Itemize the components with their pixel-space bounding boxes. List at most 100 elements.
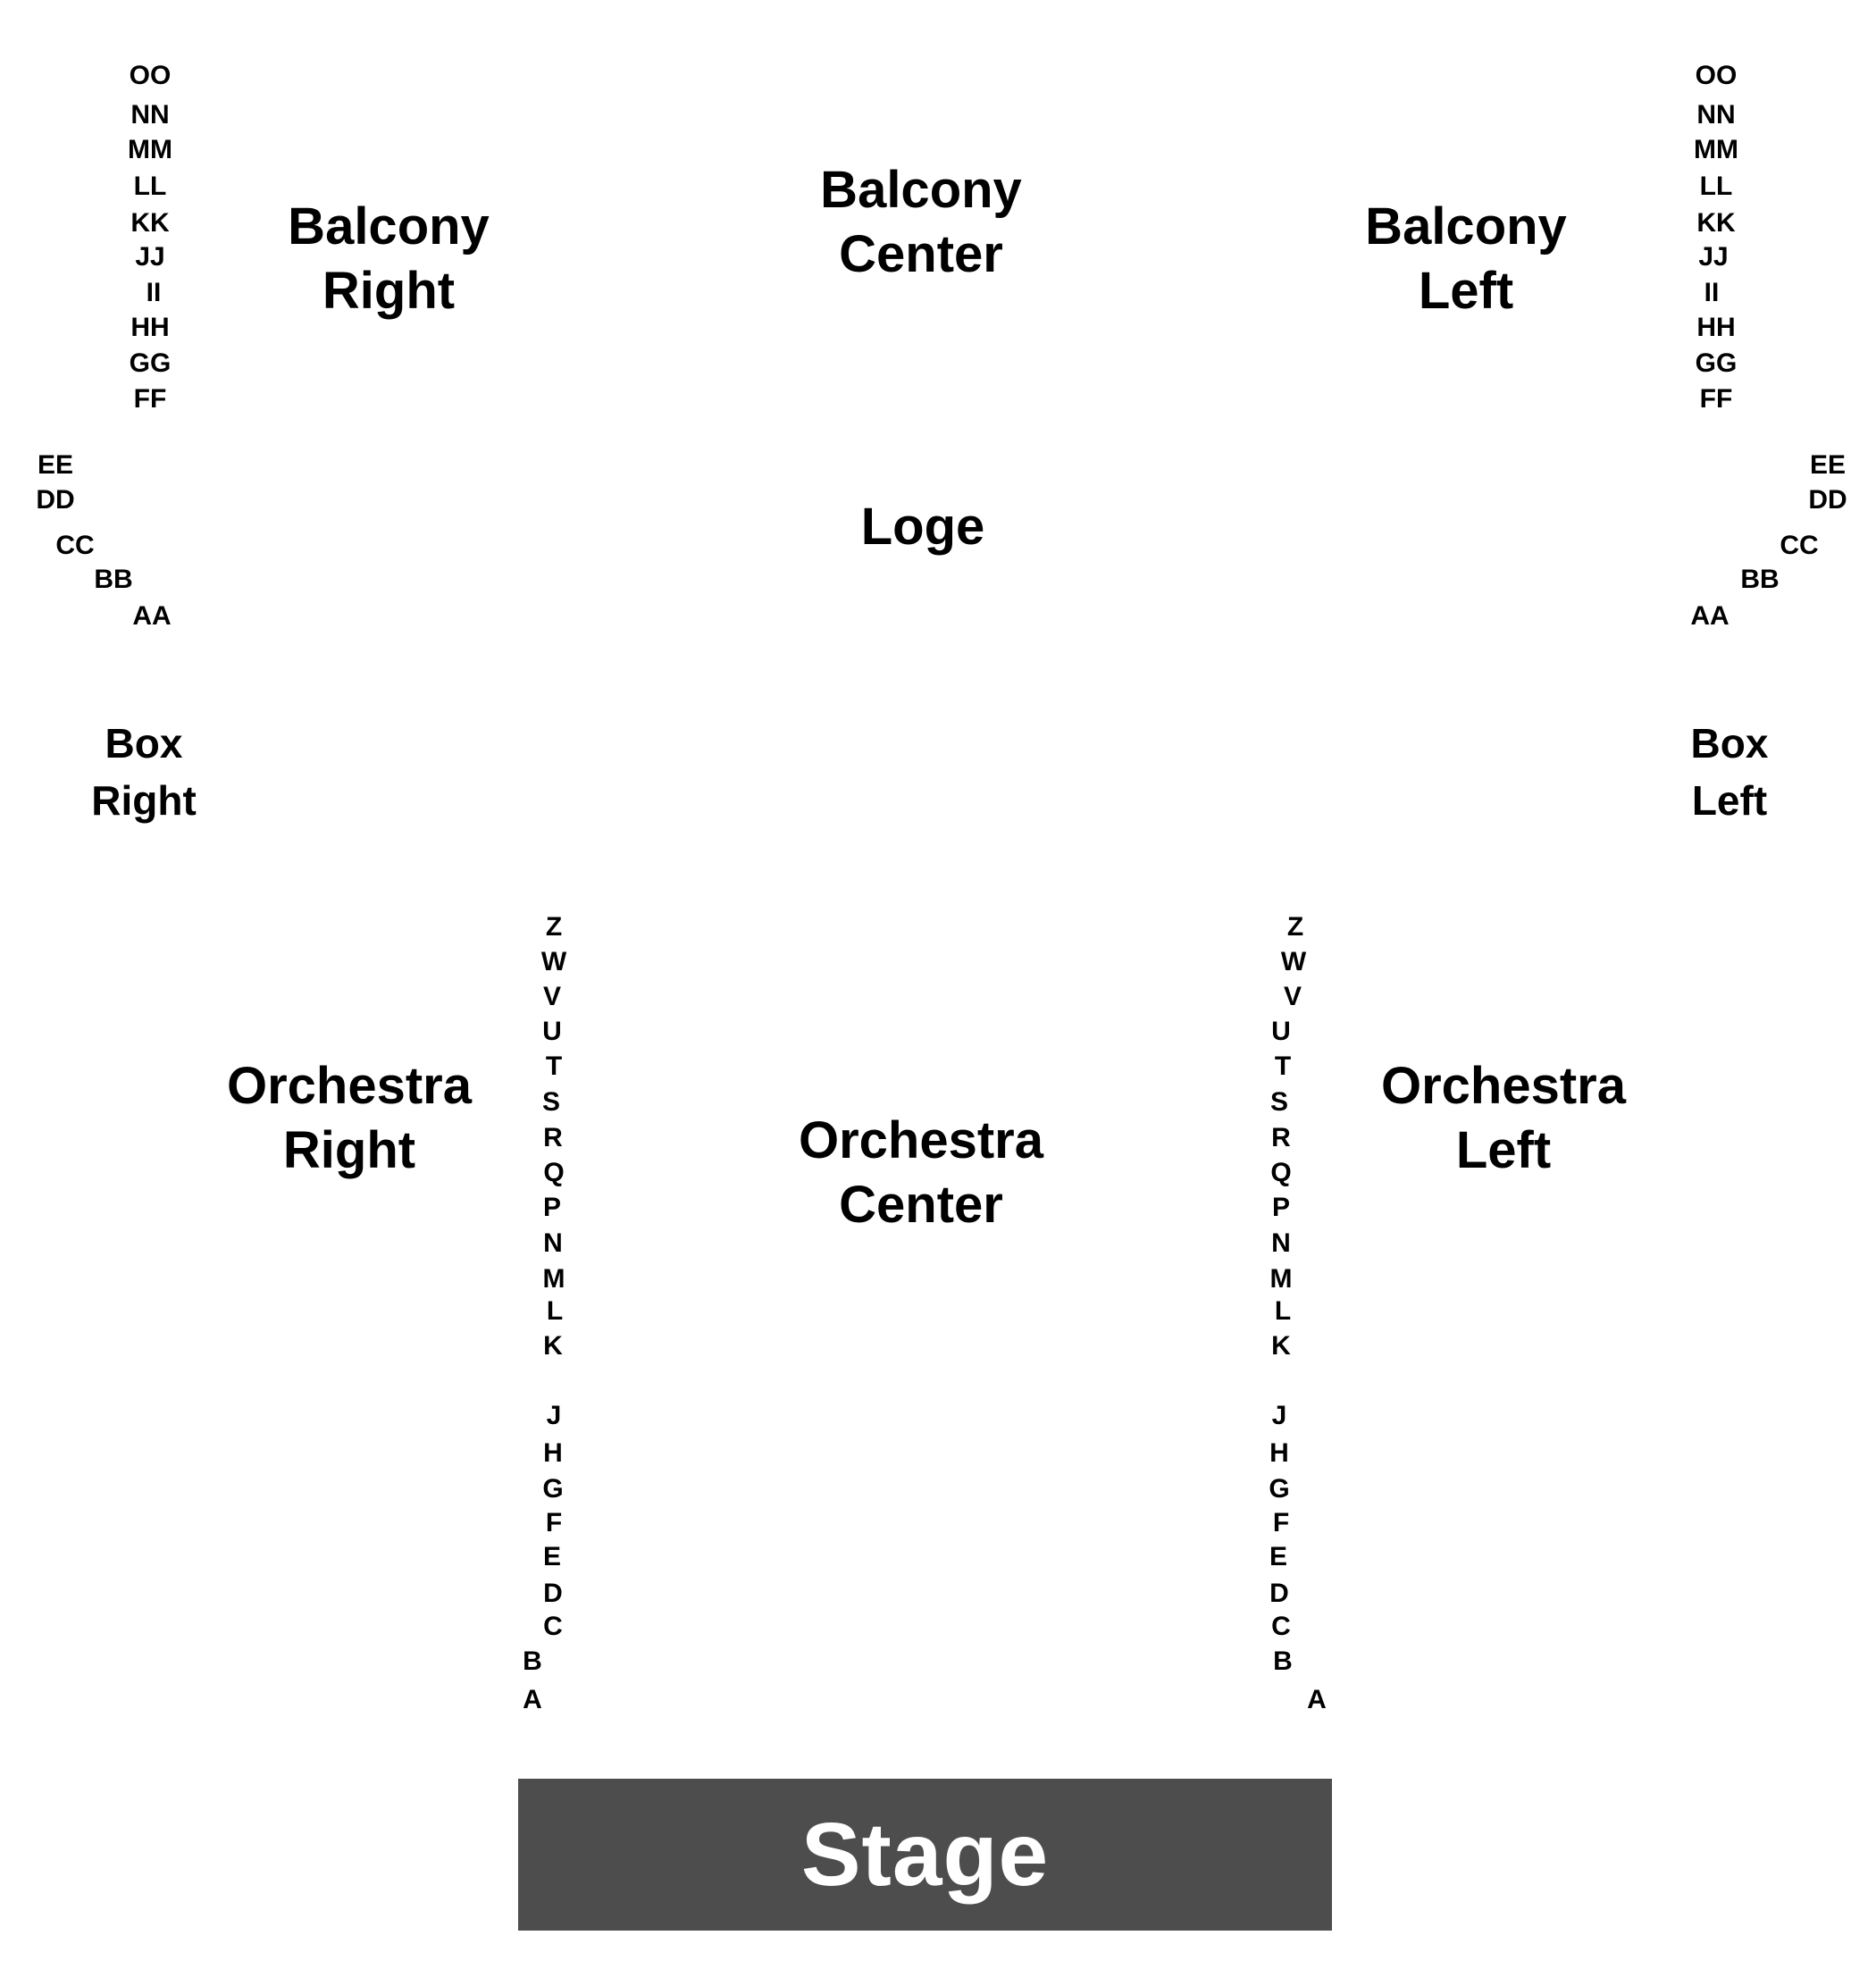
row-label-loge-left-dd: DD bbox=[1808, 485, 1847, 515]
row-label-loge-left-aa: AA bbox=[1690, 601, 1729, 631]
row-label-orchestra-left-l: L bbox=[1274, 1296, 1292, 1326]
row-label-orchestra-right-l: L bbox=[546, 1296, 564, 1326]
row-label-orchestra-right-e: E bbox=[542, 1542, 562, 1571]
section-loge-label: Loge bbox=[860, 498, 985, 556]
section-balcony-center-line1: Balcony bbox=[820, 161, 1022, 219]
section-orchestra-left[interactable]: Orchestra Left bbox=[1381, 1054, 1626, 1183]
section-balcony-center[interactable]: Balcony Center bbox=[820, 158, 1022, 287]
row-label-orchestra-right-c: C bbox=[543, 1612, 563, 1641]
section-box-left[interactable]: Box Left bbox=[1691, 715, 1769, 829]
section-balcony-right[interactable]: Balcony Right bbox=[288, 195, 490, 323]
row-label-loge-left-cc: CC bbox=[1780, 531, 1819, 560]
row-label-orchestra-left-d: D bbox=[1269, 1579, 1289, 1608]
section-box-right-line2: Right bbox=[91, 777, 197, 824]
row-label-balcony-left-gg: GG bbox=[1695, 348, 1738, 378]
row-label-orchestra-right-w: W bbox=[540, 947, 567, 976]
section-box-right[interactable]: Box Right bbox=[91, 715, 197, 829]
section-balcony-right-line2: Right bbox=[322, 262, 456, 320]
row-label-loge-left-ee: EE bbox=[1809, 450, 1847, 480]
row-label-orchestra-right-d: D bbox=[543, 1579, 563, 1608]
row-label-balcony-right-ll: LL bbox=[133, 172, 167, 201]
row-label-orchestra-right-v: V bbox=[542, 982, 562, 1011]
row-label-orchestra-left-v: V bbox=[1283, 982, 1302, 1011]
row-label-orchestra-left-z: Z bbox=[1286, 912, 1304, 942]
row-label-orchestra-left-p: P bbox=[1271, 1193, 1291, 1222]
stage-label: Stage bbox=[800, 1805, 1050, 1905]
row-label-orchestra-left-g: G bbox=[1269, 1474, 1290, 1504]
section-balcony-left-line2: Left bbox=[1418, 262, 1514, 320]
row-label-balcony-left-ff: FF bbox=[1699, 384, 1733, 414]
row-label-orchestra-left-r: R bbox=[1271, 1123, 1291, 1152]
row-label-balcony-left-mm: MM bbox=[1694, 135, 1738, 164]
row-label-balcony-left-nn: NN bbox=[1696, 100, 1736, 130]
row-label-orchestra-left-w: W bbox=[1280, 947, 1307, 976]
row-label-orchestra-right-j: J bbox=[546, 1401, 562, 1430]
row-label-orchestra-left-s: S bbox=[1269, 1087, 1289, 1117]
section-box-right-line1: Box bbox=[105, 720, 183, 767]
section-box-left-line2: Left bbox=[1691, 777, 1768, 824]
section-balcony-center-line2: Center bbox=[839, 225, 1003, 283]
row-label-orchestra-left-u: U bbox=[1271, 1017, 1291, 1046]
row-label-balcony-left-ii: II bbox=[1704, 278, 1720, 307]
section-balcony-left-line1: Balcony bbox=[1365, 197, 1567, 256]
row-label-balcony-left-hh: HH bbox=[1696, 313, 1736, 342]
row-label-loge-right-aa: AA bbox=[132, 601, 172, 631]
section-orchestra-right-line2: Right bbox=[282, 1121, 416, 1179]
row-label-orchestra-right-g: G bbox=[542, 1474, 564, 1504]
row-label-balcony-right-ff: FF bbox=[133, 384, 167, 414]
row-label-orchestra-right-f: F bbox=[545, 1508, 563, 1537]
row-label-balcony-right-nn: NN bbox=[130, 100, 170, 130]
row-label-loge-right-bb: BB bbox=[94, 565, 133, 594]
section-orchestra-left-line2: Left bbox=[1455, 1121, 1552, 1179]
row-label-balcony-left-jj: JJ bbox=[1698, 242, 1729, 272]
row-label-orchestra-left-q: Q bbox=[1270, 1158, 1292, 1187]
row-label-orchestra-right-n: N bbox=[543, 1228, 563, 1258]
row-label-orchestra-left-k: K bbox=[1271, 1331, 1291, 1361]
row-label-balcony-right-jj: JJ bbox=[135, 242, 165, 272]
section-orchestra-center[interactable]: Orchestra Center bbox=[799, 1109, 1043, 1237]
row-label-balcony-left-kk: KK bbox=[1696, 208, 1736, 238]
row-label-orchestra-right-p: P bbox=[542, 1193, 562, 1222]
row-label-orchestra-left-a: A bbox=[1307, 1685, 1327, 1714]
section-orchestra-center-line2: Center bbox=[839, 1176, 1003, 1234]
row-label-balcony-right-hh: HH bbox=[130, 313, 170, 342]
row-label-balcony-left-oo: OO bbox=[1695, 61, 1738, 90]
row-label-orchestra-right-h: H bbox=[543, 1438, 563, 1468]
section-orchestra-right-line1: Orchestra bbox=[226, 1057, 473, 1115]
row-label-orchestra-right-k: K bbox=[543, 1331, 563, 1361]
row-label-orchestra-left-m: M bbox=[1269, 1264, 1293, 1294]
row-label-orchestra-left-h: H bbox=[1269, 1438, 1289, 1468]
section-balcony-left[interactable]: Balcony Left bbox=[1365, 195, 1567, 323]
section-orchestra-right[interactable]: Orchestra Right bbox=[227, 1054, 472, 1183]
row-label-orchestra-right-u: U bbox=[542, 1017, 562, 1046]
row-label-orchestra-right-a: A bbox=[523, 1685, 542, 1714]
row-label-orchestra-left-b: B bbox=[1273, 1646, 1293, 1676]
section-loge[interactable]: Loge bbox=[861, 495, 985, 559]
section-balcony-right-line1: Balcony bbox=[288, 197, 490, 256]
section-box-left-line1: Box bbox=[1690, 720, 1769, 767]
row-label-orchestra-left-e: E bbox=[1269, 1542, 1288, 1571]
row-label-balcony-left-ll: LL bbox=[1699, 172, 1733, 201]
row-label-balcony-right-mm: MM bbox=[128, 135, 172, 164]
row-label-loge-right-ee: EE bbox=[37, 450, 74, 480]
row-label-orchestra-right-z: Z bbox=[545, 912, 563, 942]
row-label-orchestra-left-n: N bbox=[1271, 1228, 1291, 1258]
stage: Stage bbox=[518, 1779, 1332, 1931]
row-label-orchestra-right-b: B bbox=[523, 1646, 542, 1676]
row-label-orchestra-right-s: S bbox=[541, 1087, 561, 1117]
row-label-balcony-right-oo: OO bbox=[129, 61, 172, 90]
row-label-orchestra-right-r: R bbox=[543, 1123, 563, 1152]
row-label-balcony-right-kk: KK bbox=[130, 208, 170, 238]
row-label-loge-right-cc: CC bbox=[55, 531, 95, 560]
row-label-orchestra-left-c: C bbox=[1271, 1612, 1291, 1641]
row-label-orchestra-right-m: M bbox=[542, 1264, 565, 1294]
row-label-orchestra-left-j: J bbox=[1271, 1401, 1287, 1430]
row-label-balcony-right-ii: II bbox=[146, 278, 162, 307]
row-label-loge-right-dd: DD bbox=[36, 485, 75, 515]
row-label-orchestra-left-f: F bbox=[1272, 1508, 1290, 1537]
section-orchestra-left-line1: Orchestra bbox=[1380, 1057, 1627, 1115]
row-label-orchestra-right-q: Q bbox=[543, 1158, 565, 1187]
section-orchestra-center-line1: Orchestra bbox=[798, 1111, 1044, 1169]
row-label-loge-left-bb: BB bbox=[1740, 565, 1780, 594]
